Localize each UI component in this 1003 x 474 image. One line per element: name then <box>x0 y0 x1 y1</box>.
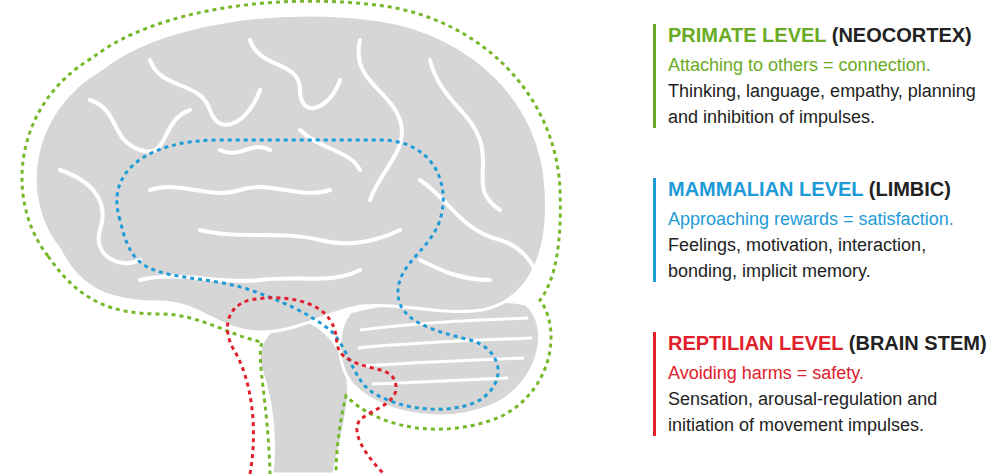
level-heading: REPTILIAN LEVEL (BRAIN STEM) <box>668 330 998 356</box>
brain-gyri <box>60 40 535 281</box>
level-text-group: MAMMALIAN LEVEL (LIMBIC) Approaching rewa… <box>668 176 998 284</box>
color-bar <box>653 178 656 282</box>
level-summary: Attaching to others = connection. <box>668 52 998 78</box>
level-name: MAMMALIAN LEVEL <box>668 178 863 200</box>
level-heading: PRIMATE LEVEL (NEOCORTEX) <box>668 22 998 48</box>
level-summary: Avoiding harms = safety. <box>668 360 998 386</box>
level-description: Feelings, motivation, interaction, bondi… <box>668 232 998 284</box>
brain-region: (BRAIN STEM) <box>849 332 987 354</box>
color-bar <box>653 24 656 128</box>
brainstem-shape <box>259 318 348 474</box>
neocortex-outline <box>22 1 560 474</box>
brain-region: (NEOCORTEX) <box>832 24 972 46</box>
color-bar <box>653 332 656 436</box>
level-description: Sensation, arousal-regulation and initia… <box>668 386 998 438</box>
cerebrum-shape <box>35 15 546 332</box>
level-description: Thinking, language, empathy, planning an… <box>668 78 998 130</box>
level-text-group: REPTILIAN LEVEL (BRAIN STEM) Avoiding har… <box>668 330 998 438</box>
level-text-group: PRIMATE LEVEL (NEOCORTEX) Attaching to ot… <box>668 22 998 130</box>
cerebellum-folds <box>358 318 532 384</box>
cerebellum-shape <box>340 299 540 415</box>
brainstem-outline <box>227 298 396 474</box>
limbic-outline <box>117 140 498 409</box>
level-name: PRIMATE LEVEL <box>668 24 826 46</box>
neocortex-outline-lower <box>48 256 270 474</box>
level-summary: Approaching rewards = satisfaction. <box>668 206 998 232</box>
brain-region: (LIMBIC) <box>869 178 951 200</box>
level-name: REPTILIAN LEVEL <box>668 332 843 354</box>
level-heading: MAMMALIAN LEVEL (LIMBIC) <box>668 176 998 202</box>
